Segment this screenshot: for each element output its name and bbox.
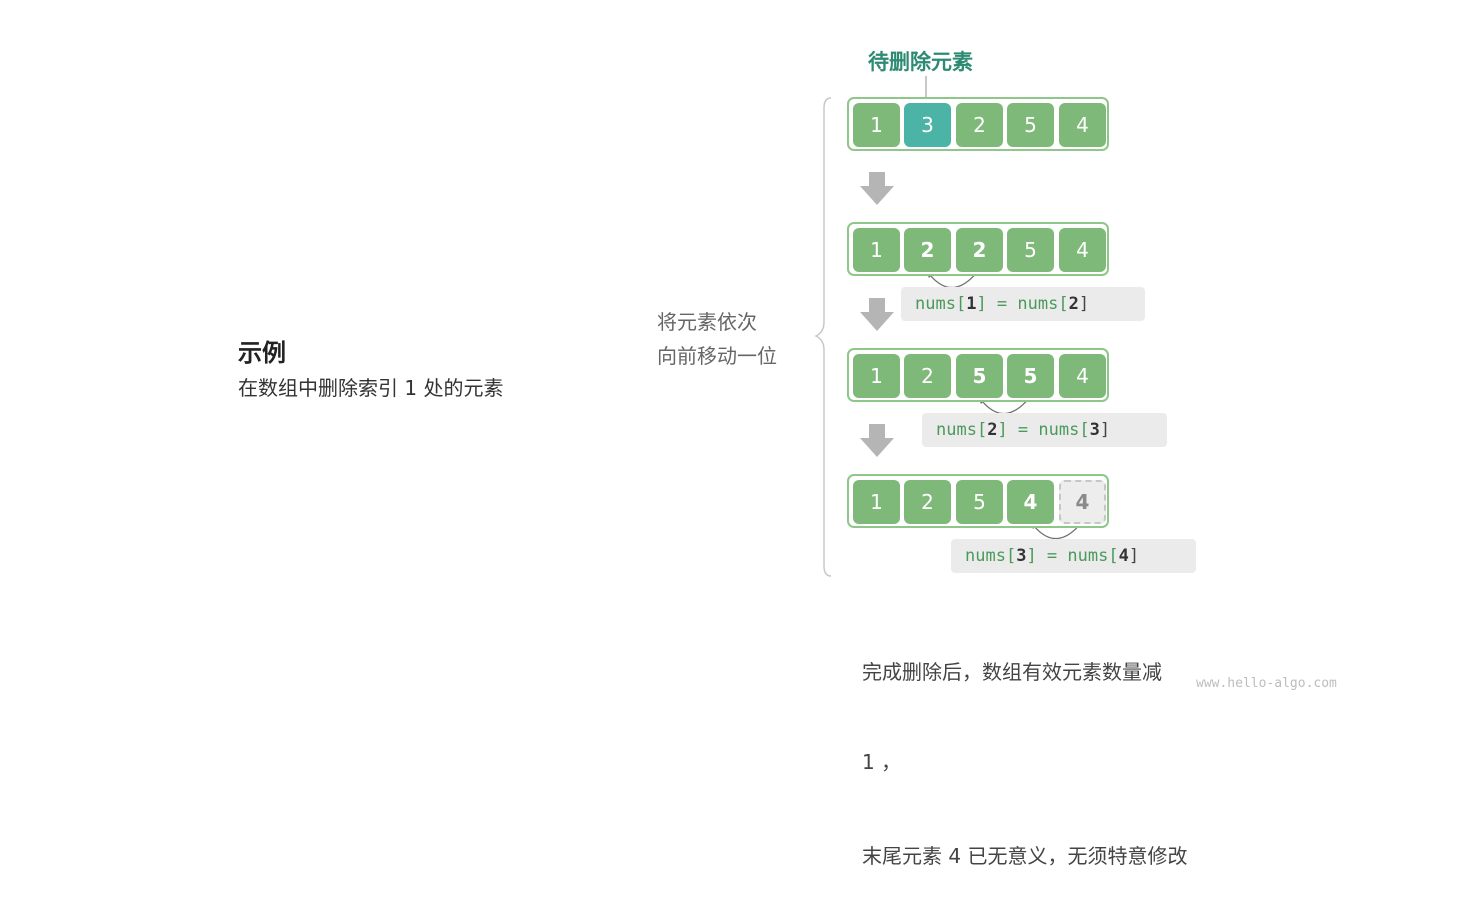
- code-end: ]: [1128, 546, 1140, 566]
- code-left-idx: 3: [1016, 546, 1027, 566]
- down-arrow-icon: [860, 298, 894, 331]
- diagram-overlay: [814, 76, 1083, 577]
- assignment-code: nums[2] = nums[3]: [922, 413, 1167, 447]
- array-cell: 2: [956, 103, 1003, 147]
- array-cell: 2: [904, 480, 951, 524]
- conclusion-line-2: 1 ，: [862, 750, 902, 774]
- code-mid: ] = nums[: [976, 294, 1069, 314]
- target-element-label: 待删除元素: [868, 50, 973, 74]
- brace-icon: [814, 97, 832, 577]
- watermark: www.hello-algo.com: [1196, 676, 1337, 691]
- code-left: nums[: [965, 546, 1017, 566]
- down-arrow-icon: [860, 424, 894, 457]
- code-right-idx: 2: [1068, 294, 1079, 314]
- shift-label-line-2: 向前移动一位: [657, 344, 777, 368]
- code-end: ]: [1078, 294, 1090, 314]
- array-cell: 1: [853, 228, 900, 272]
- shift-label-line-1: 将元素依次: [657, 310, 757, 334]
- conclusion-text: 完成删除后，数组有效元素数量减 1 ， 末尾元素 4 已无意义，无须特意修改: [862, 597, 1187, 901]
- array-cell: 2: [904, 228, 951, 272]
- array-cell: 5: [1007, 228, 1054, 272]
- code-left-idx: 1: [966, 294, 977, 314]
- code-right-idx: 3: [1089, 420, 1100, 440]
- code-left-idx: 2: [987, 420, 998, 440]
- code-mid: ] = nums[: [997, 420, 1090, 440]
- shift-label: 将元素依次 向前移动一位: [657, 305, 777, 373]
- code-mid: ] = nums[: [1026, 546, 1119, 566]
- target-array-cell: 3: [904, 103, 951, 147]
- array-cell: 4: [1059, 103, 1106, 147]
- conclusion-line-1: 完成删除后，数组有效元素数量减: [862, 660, 1162, 684]
- down-arrow-icon: [860, 172, 894, 205]
- array-cell: 1: [853, 480, 900, 524]
- assignment-code: nums[1] = nums[2]: [901, 287, 1145, 321]
- array-cell: 5: [1007, 103, 1054, 147]
- example-title: 示例: [238, 339, 286, 367]
- array-cell: 2: [904, 354, 951, 398]
- array-cell: 5: [1007, 354, 1054, 398]
- array-cell: 5: [956, 480, 1003, 524]
- code-right-idx: 4: [1118, 546, 1129, 566]
- array-cell: 4: [1059, 228, 1106, 272]
- down-arrows: [860, 172, 894, 457]
- code-left: nums[: [915, 294, 967, 314]
- example-description: 在数组中删除索引 1 处的元素: [238, 376, 504, 400]
- array-cell: 1: [853, 103, 900, 147]
- conclusion-line-3: 末尾元素 4 已无意义，无须特意修改: [862, 844, 1188, 868]
- array-cell: 2: [956, 228, 1003, 272]
- unused-array-cell: 4: [1059, 480, 1106, 524]
- array-cell: 1: [853, 354, 900, 398]
- array-cell: 4: [1007, 480, 1054, 524]
- code-end: ]: [1099, 420, 1111, 440]
- array-cell: 5: [956, 354, 1003, 398]
- code-left: nums[: [936, 420, 988, 440]
- array-cell: 4: [1059, 354, 1106, 398]
- assignment-code: nums[3] = nums[4]: [951, 539, 1196, 573]
